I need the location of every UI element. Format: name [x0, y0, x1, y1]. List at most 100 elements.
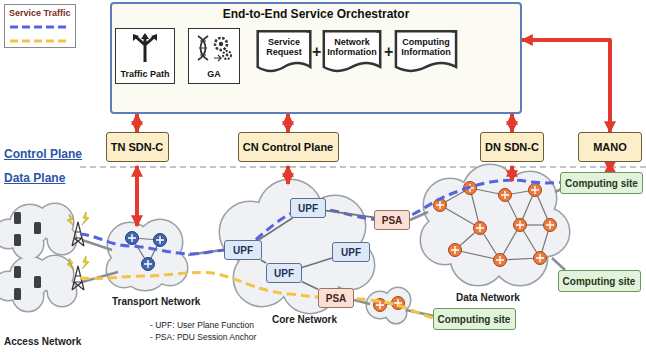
- rect-shape: [34, 222, 41, 234]
- circle-shape: [48, 226, 76, 254]
- node-text: UPF: [274, 268, 294, 279]
- control-arrow: [608, 162, 612, 172]
- path-shape: [82, 212, 89, 225]
- node-text: Computing Information: [397, 38, 455, 58]
- node-text: End-to-End Service Orchestrator: [223, 8, 410, 21]
- phone-icon: [14, 212, 41, 300]
- psa-box: PSA: [318, 288, 354, 308]
- signal-bolt: [67, 212, 89, 270]
- network-label: Transport Network: [112, 296, 200, 307]
- node-text: Service Request: [259, 38, 309, 58]
- computing-site-box: Computing site: [558, 270, 641, 292]
- line-shape: [510, 166, 514, 181]
- input-document: Computing Information: [394, 30, 458, 74]
- line-shape: [552, 258, 565, 270]
- ga-icon: [194, 32, 234, 64]
- abbreviation-note: - UPF: User Plane Function: [150, 321, 254, 330]
- use-shape: [514, 219, 527, 232]
- computing-site-box: Computing site: [433, 308, 516, 330]
- yellow-traffic-path: [80, 272, 434, 318]
- plus-sign: +: [312, 43, 321, 61]
- use-shape: [126, 232, 139, 245]
- plane-label: Data Plane: [4, 172, 65, 185]
- psa-box: PSA: [374, 210, 410, 230]
- control-arrow: [522, 40, 610, 132]
- node-text: Traffic Path: [120, 70, 169, 80]
- use-shape: [142, 258, 155, 271]
- node-text: MANO: [593, 141, 627, 153]
- traffic-path-box: Traffic Path: [115, 28, 175, 84]
- circle-shape: [458, 192, 526, 260]
- node-text: DN SDN-C: [485, 141, 539, 153]
- legend-box: Service Traffic: [4, 4, 76, 48]
- use-shape: [154, 234, 167, 247]
- traffic-path-icon: [128, 33, 162, 63]
- upf-link: [302, 282, 318, 290]
- upf-box: UPF: [266, 263, 302, 283]
- rect-shape: [14, 288, 21, 300]
- tower-icon: [72, 222, 84, 290]
- circle-shape: [255, 210, 335, 290]
- blue-traffic-path: [80, 180, 572, 254]
- use-shape: [494, 254, 507, 267]
- control-arrow: [286, 114, 290, 132]
- circle-shape: [48, 278, 76, 306]
- rect-shape: [14, 212, 21, 224]
- control-arrow: [510, 114, 514, 132]
- node-text: UPF: [298, 203, 318, 214]
- upf-link: [261, 260, 266, 263]
- path-shape: [82, 256, 89, 269]
- upf-box: UPF: [290, 198, 326, 218]
- circle-shape: [48, 278, 76, 306]
- circle-shape: [48, 226, 76, 254]
- use-shape: [529, 184, 542, 197]
- ga-box: GA: [188, 28, 240, 84]
- controller-box: CN Control Plane: [238, 132, 339, 162]
- line-shape: [286, 166, 290, 184]
- use-shape: [534, 252, 547, 265]
- network-label: Core Network: [272, 314, 337, 325]
- node-text: Computing site: [565, 178, 638, 189]
- rect-shape: [34, 276, 41, 288]
- legend-text: Service Traffic: [9, 8, 71, 18]
- abbreviation-note: - PSA: PDU Session Anchor: [150, 333, 256, 342]
- upf-link: [302, 258, 332, 267]
- rect-shape: [14, 266, 21, 278]
- cloud-fill: [0, 165, 569, 323]
- control-link: [137, 166, 512, 226]
- controller-box: TN SDN-C: [106, 132, 169, 162]
- node-text: GA: [207, 70, 221, 80]
- plus-sign: +: [384, 43, 393, 61]
- node-text: UPF: [341, 247, 361, 258]
- network-label: Data Network: [456, 292, 520, 303]
- router-icon: [126, 182, 557, 312]
- circle-shape: [458, 192, 526, 260]
- line-shape: [406, 310, 434, 316]
- node-text: Computing site: [563, 276, 636, 287]
- node-text: PSA: [326, 293, 347, 304]
- network-label: Access Network: [4, 336, 81, 347]
- circle-shape: [107, 253, 141, 287]
- node-text: Computing site: [438, 314, 511, 325]
- circle-shape: [153, 251, 187, 285]
- legend-line-sample: [8, 21, 72, 47]
- circle-shape: [153, 251, 187, 285]
- rect-shape: [14, 234, 21, 246]
- control-arrow: [135, 114, 139, 132]
- path-shape: [67, 214, 74, 226]
- input-document: Service Request: [256, 30, 312, 74]
- path-shape: [67, 258, 74, 270]
- use-shape: [474, 222, 487, 235]
- upf-box: UPF: [332, 242, 370, 262]
- plane-label: Control Plane: [4, 148, 82, 161]
- node-text: Network Information: [325, 38, 379, 58]
- input-document: Network Information: [322, 30, 382, 74]
- node-text: TN SDN-C: [111, 141, 164, 153]
- line-shape: [80, 166, 646, 167]
- circle-shape: [0, 220, 22, 248]
- line-shape: [135, 166, 139, 226]
- mano-box: MANO: [578, 132, 642, 162]
- upf-link: [259, 218, 293, 240]
- circle-shape: [107, 253, 141, 287]
